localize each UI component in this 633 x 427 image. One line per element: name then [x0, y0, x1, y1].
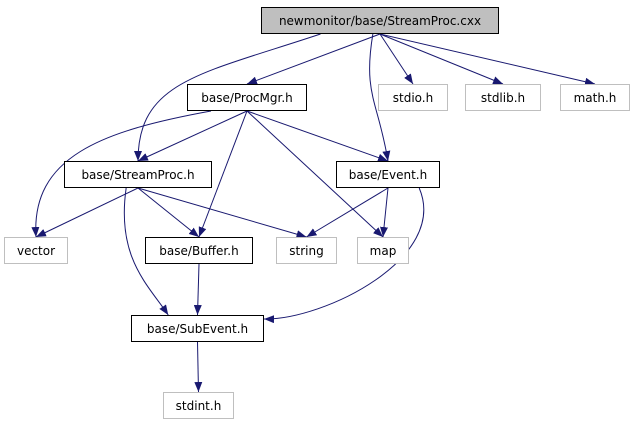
edge-root-to-event [369, 33, 391, 162]
edge-buffer-to-subevent [193, 263, 202, 316]
edge-streamproc-to-subevent [123, 187, 169, 316]
node-subevent-h[interactable]: base/SubEvent.h [131, 315, 264, 342]
node-event-h[interactable]: base/Event.h [336, 161, 440, 188]
edge-event-to-string [306, 187, 389, 238]
node-string: string [276, 237, 337, 264]
edge-root-to-stdio [379, 33, 414, 85]
edge-root-to-math [379, 33, 596, 86]
node-stdio-h: stdio.h [378, 84, 448, 111]
edge-event-to-map [380, 187, 389, 238]
edge-procmgr-to-streamproc [137, 110, 248, 162]
edge-root-to-streamproc [134, 33, 321, 162]
edge-event-to-subevent [263, 187, 425, 324]
node-root-streamproc-cxx: newmonitor/base/StreamProc.cxx [261, 7, 499, 34]
edge-subevent-to-stdint [194, 341, 203, 393]
edge-streamproc-to-vector [35, 187, 139, 238]
edge-root-to-stdlib [379, 33, 504, 85]
node-procmgr-h[interactable]: base/ProcMgr.h [187, 84, 307, 111]
edge-streamproc-to-buffer [137, 187, 200, 238]
edge-procmgr-to-event [246, 110, 389, 162]
edge-procmgr-to-buffer [198, 110, 248, 238]
node-stdint-h: stdint.h [163, 392, 234, 419]
edge-root-to-procmgr [246, 33, 381, 85]
node-map: map [357, 237, 409, 264]
node-buffer-h[interactable]: base/Buffer.h [145, 237, 253, 264]
node-vector: vector [4, 237, 68, 264]
node-math-h: math.h [560, 84, 630, 111]
edge-procmgr-to-vector [31, 110, 212, 238]
edge-streamproc-to-string [137, 187, 307, 239]
node-stdlib-h: stdlib.h [465, 84, 541, 111]
edge-procmgr-to-map [246, 110, 384, 238]
node-streamproc-h[interactable]: base/StreamProc.h [64, 161, 212, 188]
